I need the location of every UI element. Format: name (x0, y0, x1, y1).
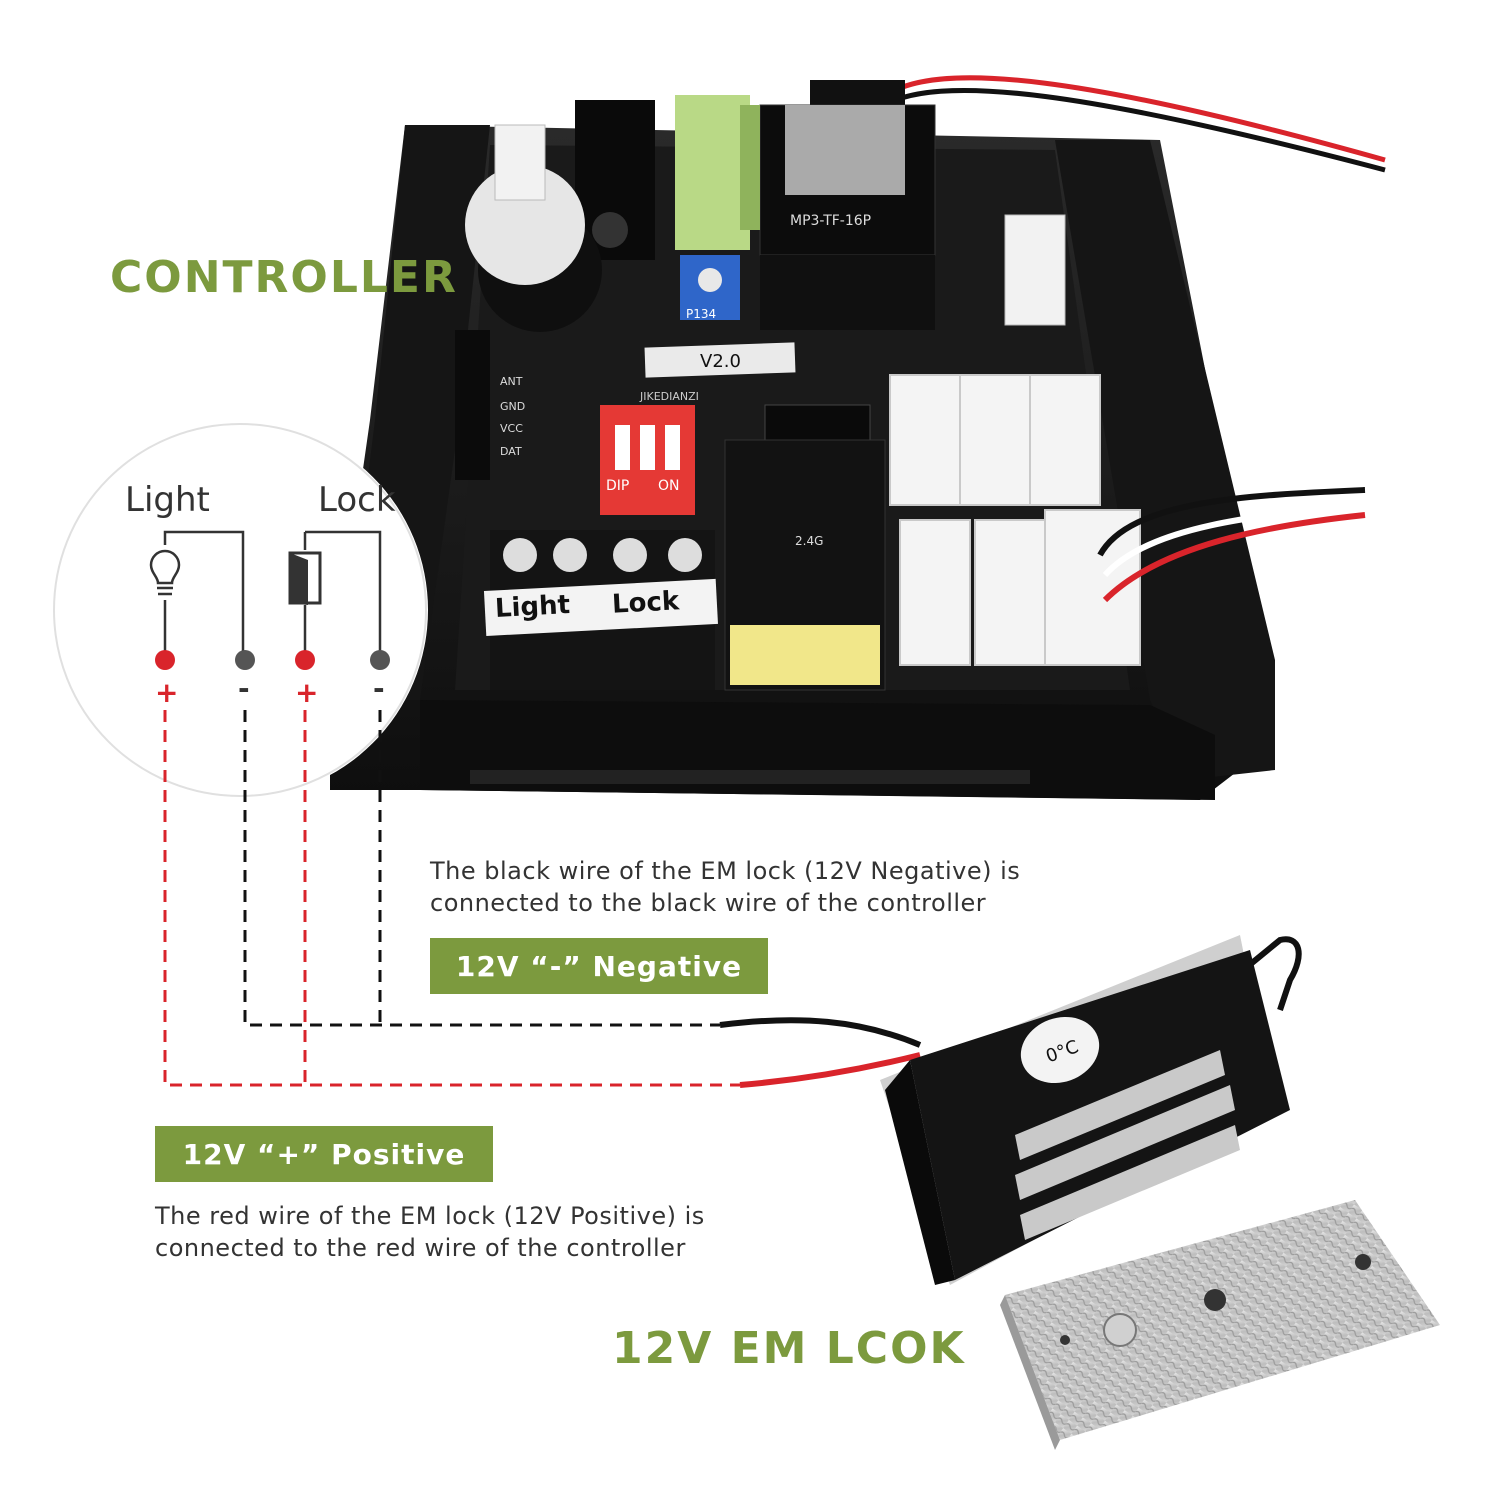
polarity-light-negative: - (238, 672, 250, 705)
positive-description-line-1: The red wire of the EM lock (12V Positiv… (155, 1202, 705, 1230)
polarity-lock-positive: + (295, 676, 319, 709)
door-icon (288, 551, 322, 605)
em-lock: 0°C (719, 935, 1440, 1450)
dip-label: DIP (606, 478, 629, 494)
pin-label: VCC (500, 422, 523, 435)
lock-negative-terminal (370, 650, 390, 670)
relay-block (675, 95, 750, 250)
terminal-label-lock: Lock (611, 586, 680, 620)
positive-description-line-2: connected to the red wire of the control… (155, 1234, 686, 1262)
negative-badge: 12V “-” Negative (430, 938, 768, 994)
armature-plate (1000, 1200, 1440, 1450)
pin-header (455, 330, 490, 480)
negative-description-line-2: connected to the black wire of the contr… (430, 889, 987, 917)
lock-positive-terminal (295, 650, 315, 670)
wiring-callout (52, 422, 428, 798)
positive-description: The red wire of the EM lock (12V Positiv… (155, 1200, 705, 1264)
dip-switch[interactable]: DIP ON (600, 405, 695, 515)
brand-label: JIKEDIANZI (639, 390, 699, 403)
em-lock-title: 12V EM LCOK (612, 1323, 966, 1374)
light-negative-terminal (235, 650, 255, 670)
board-version: V2.0 (700, 351, 741, 372)
mp3-module-label: MP3-TF-16P (790, 213, 871, 229)
negative-description: The black wire of the EM lock (12V Negat… (430, 855, 1020, 919)
polarity-light-positive: + (155, 676, 179, 709)
rf-label: 2.4G (795, 534, 823, 548)
callout-light-label: Light (125, 480, 210, 520)
pin-label: ANT (500, 375, 523, 388)
terminal-label-light: Light (494, 590, 571, 624)
pot-label: P134 (686, 307, 716, 321)
dip-on-label: ON (658, 478, 680, 494)
dashed-wiring (163, 710, 740, 1087)
negative-description-line-1: The black wire of the EM lock (12V Negat… (430, 857, 1021, 885)
light-positive-terminal (155, 650, 175, 670)
mp3-module: MP3-TF-16P (759, 80, 936, 330)
controller-board: MP3-TF-16P P134 V2.0 JIKEDIANZI ANT GND … (330, 75, 1386, 800)
rf-antenna-pad (730, 625, 880, 685)
pin-label: DAT (500, 445, 522, 458)
positive-badge: 12V “+” Positive (155, 1126, 493, 1182)
screw-terminal (483, 530, 718, 690)
polarity-lock-negative: - (373, 672, 385, 705)
jst-connectors (889, 374, 1141, 666)
controller-title: CONTROLLER (110, 252, 458, 303)
light-bulb-icon (149, 549, 181, 596)
callout-lock-label: Lock (318, 480, 396, 520)
pin-label: GND (500, 400, 525, 413)
